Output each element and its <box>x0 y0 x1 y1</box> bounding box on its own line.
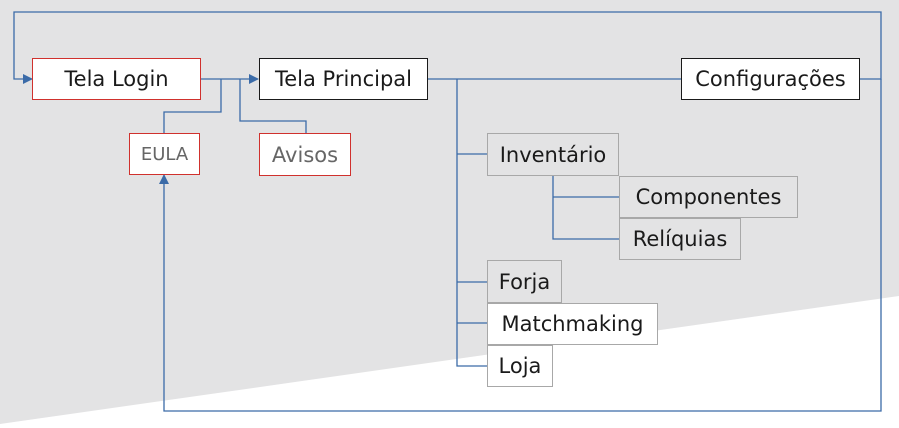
node-eula: EULA <box>129 133 200 175</box>
connector-return-to-eula <box>159 79 882 412</box>
node-configuracoes: Configurações <box>681 58 860 100</box>
connector-principal-submenu-trunk <box>456 79 487 367</box>
node-loja: Loja <box>487 345 553 387</box>
connector-inventario-children <box>552 176 619 240</box>
node-matchmaking: Matchmaking <box>487 303 658 345</box>
node-forja: Forja <box>487 260 562 303</box>
node-inventario: Inventário <box>487 133 619 176</box>
node-reliquias: Relíquias <box>619 218 741 260</box>
connector-to-avisos <box>239 79 307 133</box>
node-componentes: Componentes <box>619 176 798 218</box>
connector-login-to-eula <box>163 79 222 133</box>
node-tela-principal: Tela Principal <box>259 58 428 100</box>
connector-config-to-login <box>13 11 882 84</box>
node-avisos: Avisos <box>259 133 351 176</box>
node-tela-login: Tela Login <box>32 58 201 100</box>
